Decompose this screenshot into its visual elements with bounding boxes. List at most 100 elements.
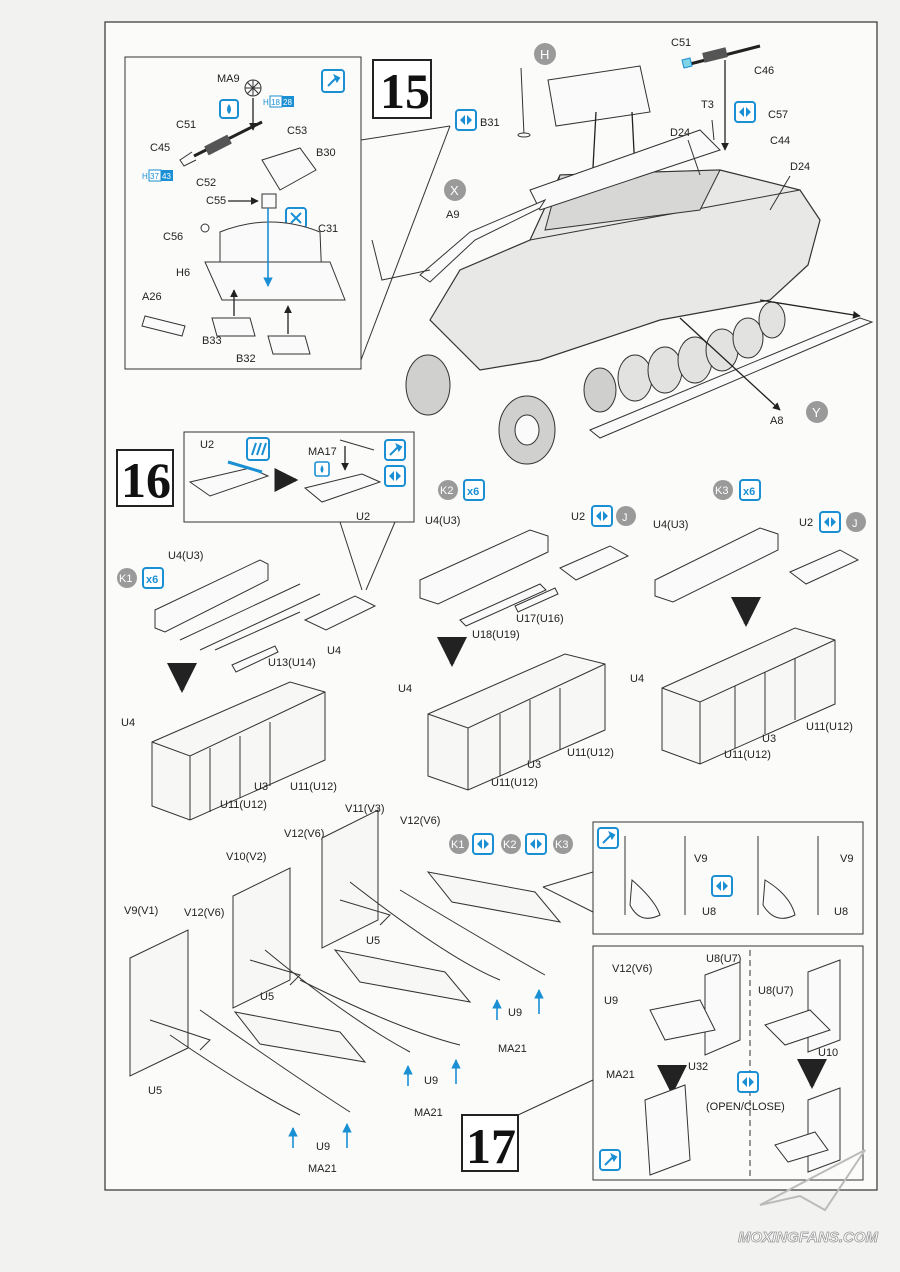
label-a8: A8 xyxy=(770,415,783,427)
part-h-plate xyxy=(547,65,651,127)
step-17-number: 17 xyxy=(466,1118,516,1174)
label-u11-k2-right: U11(U12) xyxy=(567,747,614,759)
marker-k1-17 xyxy=(449,834,469,854)
label-u4-k2-assembled: U4 xyxy=(398,683,412,695)
label-u17: U17(U16) xyxy=(516,613,564,625)
sand-icon xyxy=(246,437,270,461)
part-c55 xyxy=(261,193,277,209)
part-b32 xyxy=(267,335,311,355)
part-b30 xyxy=(261,147,317,191)
part-a8 xyxy=(589,317,874,439)
label-u5-mid: U5 xyxy=(260,991,274,1003)
label-a9: A9 xyxy=(446,209,459,221)
label-u8-closed: U8 xyxy=(834,906,848,918)
label-c55: C55 xyxy=(206,195,226,207)
label-u4u3-k2: U4(U3) xyxy=(425,515,460,527)
label-u9-right: U9 xyxy=(508,1007,522,1019)
label-c31: C31 xyxy=(318,223,338,235)
svg-text:K3: K3 xyxy=(715,485,728,497)
label-u3-k1: U3 xyxy=(254,781,268,793)
panel-v9 xyxy=(129,929,211,1077)
svg-text:18: 18 xyxy=(271,98,280,107)
label-u4u3-k3: U4(U3) xyxy=(653,519,688,531)
label-b31: B31 xyxy=(480,117,500,129)
rack-assembled-k3 xyxy=(661,627,836,765)
step-17-inset-top xyxy=(592,821,864,935)
svg-text:K2: K2 xyxy=(440,485,453,497)
label-c46: C46 xyxy=(754,65,774,77)
marker-h xyxy=(534,43,556,65)
label-u2-k2: U2 xyxy=(571,511,585,523)
panel-v10 xyxy=(232,867,301,1009)
svg-text:x6: x6 xyxy=(146,574,158,586)
step-16-number-box xyxy=(116,449,174,507)
svg-text:37: 37 xyxy=(150,172,159,181)
symmetric-icon xyxy=(711,875,733,897)
label-ma21-right: MA21 xyxy=(498,1043,527,1055)
marker-j-k3 xyxy=(846,512,866,532)
label-u4-k3-assembled: U4 xyxy=(630,673,644,685)
label-d24-right: D24 xyxy=(790,161,810,173)
svg-text:K1: K1 xyxy=(451,839,464,851)
marker-x xyxy=(444,179,466,201)
marker-k3 xyxy=(713,480,733,500)
label-u9-left: U9 xyxy=(316,1141,330,1153)
label-u32: U32 xyxy=(688,1061,708,1073)
color-ref-h37-43: H 37 43 xyxy=(142,169,173,182)
paint-icon xyxy=(314,461,330,477)
label-ma9: MA9 xyxy=(217,73,240,85)
label-u11-k3-right: U11(U12) xyxy=(806,721,853,733)
part-u4-k2 xyxy=(419,529,549,605)
label-u11-k3-bottom: U11(U12) xyxy=(724,749,771,761)
label-u4-k1-assembled: U4 xyxy=(121,717,135,729)
rack-assembled-k1 xyxy=(151,681,326,821)
symmetric-icon xyxy=(734,101,756,123)
label-b33: B33 xyxy=(202,335,222,347)
glue-icon xyxy=(597,827,619,849)
svg-text:K1: K1 xyxy=(119,573,132,585)
step-16: 16 U2 MA17 U2 K1 xyxy=(116,431,866,821)
label-u9-detail: U9 xyxy=(604,995,618,1007)
svg-text:43: 43 xyxy=(162,172,171,181)
marker-k3-17 xyxy=(553,834,573,854)
label-v12-detail: V12(V6) xyxy=(612,963,652,975)
rack-k2-17 xyxy=(333,949,472,1003)
part-u4-k1 xyxy=(154,559,269,633)
label-u5-left: U5 xyxy=(148,1085,162,1097)
label-c44: C44 xyxy=(770,135,790,147)
label-c53: C53 xyxy=(287,125,307,137)
label-u9-mid: U9 xyxy=(424,1075,438,1087)
halftrack-hull: H B31 X A9 xyxy=(371,37,874,465)
panel-v11 xyxy=(321,809,391,949)
label-u2-inset-right: U2 xyxy=(356,511,370,523)
label-c51: C51 xyxy=(176,119,196,131)
label-u11-k1-bottom: U11(U12) xyxy=(220,799,267,811)
label-u8u7-left: U8(U7) xyxy=(706,953,741,965)
label-c56: C56 xyxy=(163,231,183,243)
svg-text:Y: Y xyxy=(812,405,821,420)
svg-text:H: H xyxy=(142,172,148,181)
label-u11-k2-bottom: U11(U12) xyxy=(491,777,538,789)
part-b33 xyxy=(211,317,256,337)
step-15-number: 15 xyxy=(380,63,430,119)
label-v12-right: V12(V6) xyxy=(400,815,440,827)
watermark-text: MOXINGFANS.COM xyxy=(738,1229,879,1246)
label-ma21-mid: MA21 xyxy=(414,1107,443,1119)
rack-k3-17 xyxy=(426,871,562,923)
step-16-number: 16 xyxy=(121,452,171,508)
svg-text:x6: x6 xyxy=(743,486,755,498)
label-u4u3-k1: U4(U3) xyxy=(168,550,203,562)
svg-text:H: H xyxy=(263,98,269,107)
label-u5-right: U5 xyxy=(366,935,380,947)
svg-text:J: J xyxy=(622,512,628,524)
label-c51-top: C51 xyxy=(671,37,691,49)
marker-k1 xyxy=(117,568,137,588)
color-ref-h18-28: H 18 28 xyxy=(263,95,294,108)
part-c56 xyxy=(200,223,210,233)
marker-y xyxy=(806,401,828,423)
svg-text:K3: K3 xyxy=(555,839,568,851)
step-17-inset-bottom xyxy=(592,945,864,1181)
label-u8-open: U8 xyxy=(702,906,716,918)
rack-k1-17 xyxy=(233,1011,367,1063)
